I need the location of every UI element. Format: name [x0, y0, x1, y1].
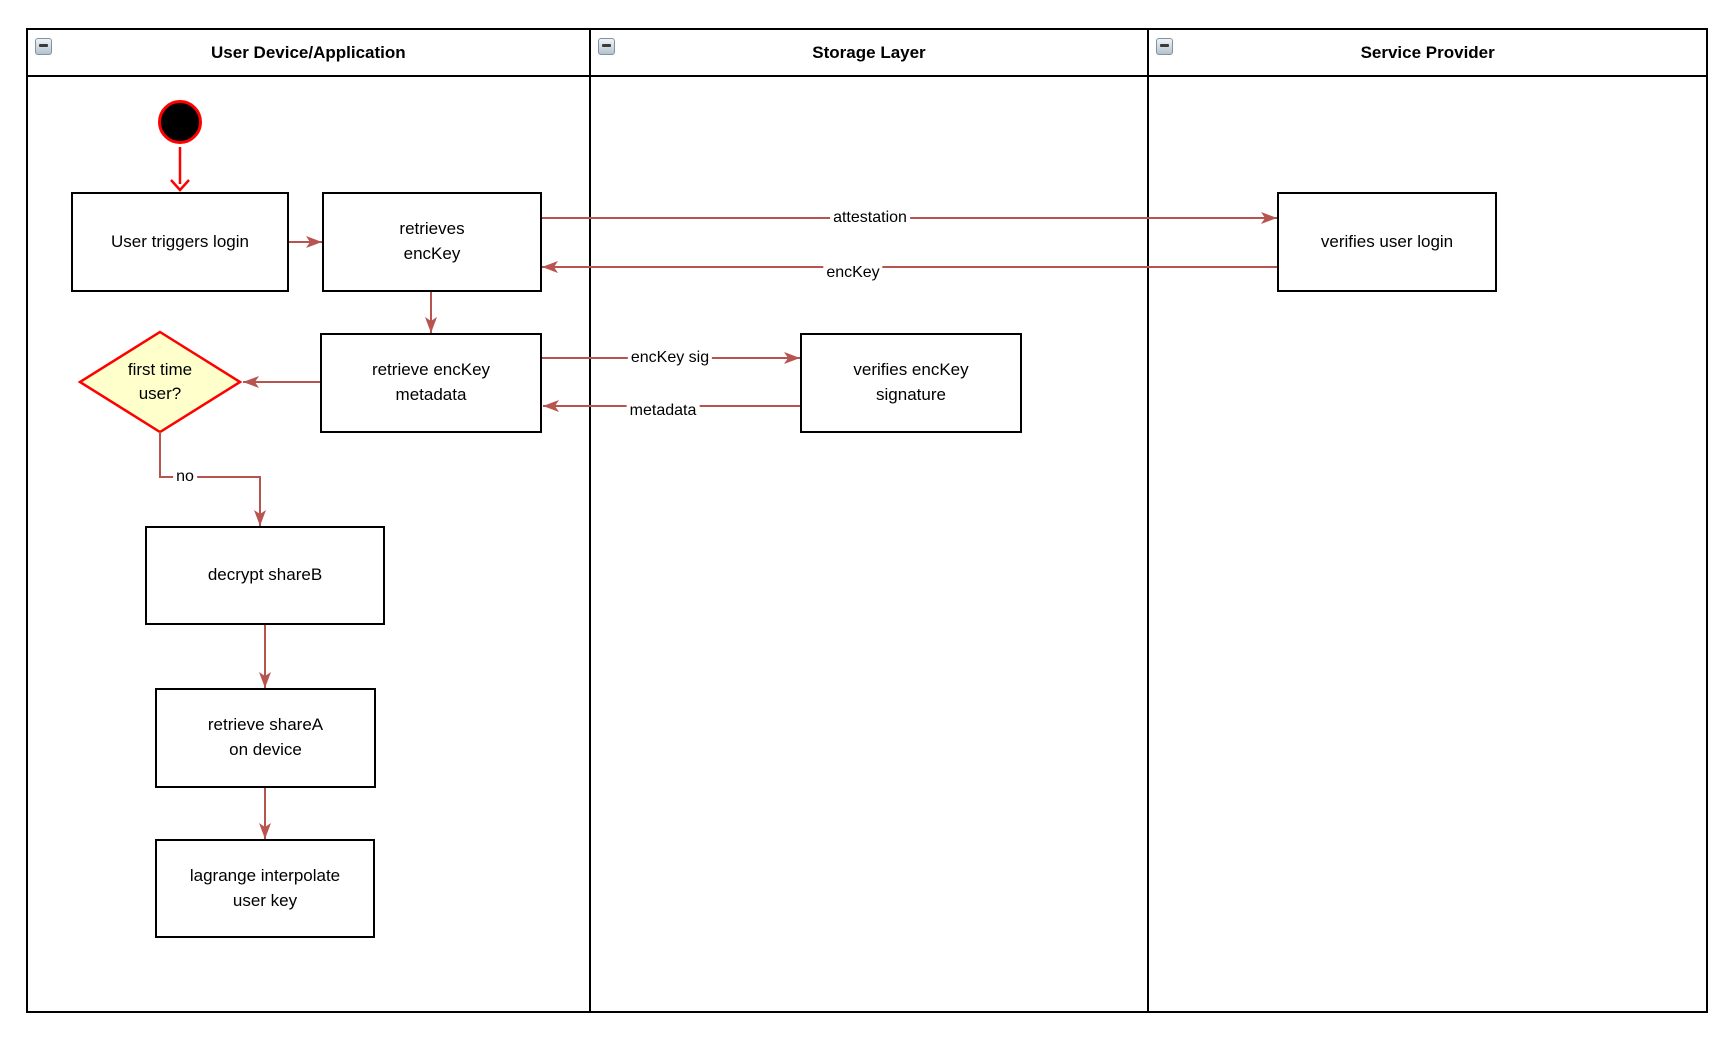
collapse-lane-icon[interactable] [35, 38, 52, 55]
node-label: verifies user login [1320, 231, 1454, 251]
node-retrieve-enckey-metadata[interactable]: retrieve encKey metadata [320, 333, 542, 433]
minus-icon [39, 44, 48, 47]
node-decrypt-shareb[interactable]: decrypt shareB [145, 526, 385, 625]
node-label: retrieve encKey metadata [371, 360, 491, 404]
node-retrieve-sharea[interactable]: retrieve shareA on device [155, 688, 376, 788]
node-label: retrieves encKey [399, 219, 465, 263]
node-user-triggers-login[interactable]: User triggers login [71, 192, 289, 292]
lane-header-user-device: User Device/Application [28, 30, 589, 77]
swimlane-pool: User Device/Application Storage Layer Se… [26, 28, 1708, 1013]
node-label: retrieve shareA on device [207, 715, 324, 759]
minus-icon [1160, 44, 1170, 47]
node-label: User triggers login [111, 231, 249, 251]
node-verifies-enckey-signature[interactable]: verifies encKey signature [800, 333, 1022, 433]
start-node[interactable] [158, 100, 202, 144]
node-label: decrypt shareB [207, 565, 323, 585]
node-retrieves-enckey[interactable]: retrieves encKey [322, 192, 542, 292]
node-label: lagrange interpolate user key [189, 865, 341, 910]
lane-storage-layer: Storage Layer [590, 30, 1150, 1011]
minus-icon [601, 44, 611, 47]
collapse-lane-icon[interactable] [1156, 38, 1174, 55]
edge-label-enckey-sig: encKey sig [627, 349, 713, 367]
lane-title: User Device/Application [211, 42, 406, 62]
decision-first-time-user[interactable]: first time user? [77, 330, 243, 434]
lane-title: Service Provider [1360, 42, 1495, 62]
decision-label: first time user? [127, 360, 193, 403]
node-lagrange-interpolate[interactable]: lagrange interpolate user key [155, 839, 375, 938]
edge-label-enckey: encKey [823, 264, 883, 282]
edge-label-no: no [173, 468, 197, 486]
lane-user-device: User Device/Application [28, 30, 591, 1011]
lane-service-provider: Service Provider [1149, 30, 1706, 1011]
collapse-lane-icon[interactable] [597, 38, 615, 55]
node-label: verifies encKey signature [853, 360, 969, 404]
node-verifies-user-login[interactable]: verifies user login [1277, 192, 1497, 292]
edge-label-attestation: attestation [830, 209, 910, 227]
lane-header-storage-layer: Storage Layer [590, 30, 1148, 77]
lane-title: Storage Layer [812, 42, 926, 62]
lane-header-service-provider: Service Provider [1149, 30, 1706, 77]
edge-label-metadata: metadata [626, 402, 700, 420]
